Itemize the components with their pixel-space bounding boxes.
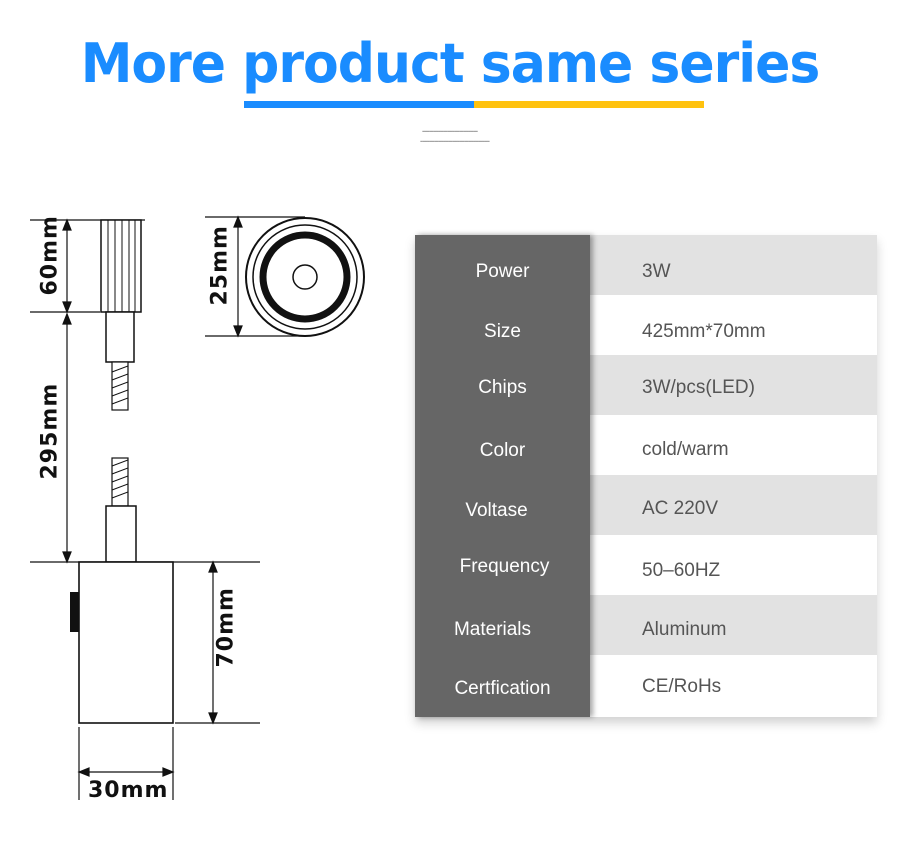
title-underline [244, 101, 704, 108]
spec-label-certification: Certfication [454, 678, 551, 699]
spec-row [590, 655, 877, 715]
spec-row [590, 475, 877, 535]
fine-print-decoration: ▂▂▂▂▂▂▂▂▂▂▂▂▂▂▂▂▂▂▂▂▂▂▂▂ [422, 128, 478, 132]
spec-value-materials: Aluminum [642, 619, 727, 640]
spec-row [590, 535, 877, 595]
spec-label-color: Color [479, 440, 526, 461]
spec-row [590, 235, 877, 295]
spec-value-size: 425mm*70mm [642, 321, 766, 342]
spec-label-materials: Materials [453, 619, 532, 640]
fine-print-decoration-2: ▂▂▂▂▂▂▂▂▂▂▂▂▂▂▂▂▂▂▂▂▂▂▂▂▂▂▂▂▂▂ [420, 138, 490, 142]
dim-body-height: 70mm [213, 587, 239, 668]
dim-diameter: 25mm [207, 225, 233, 306]
spec-value-power: 3W [642, 261, 671, 282]
dim-top-height: 60mm [37, 215, 63, 296]
spec-row [590, 595, 877, 655]
product-drawing [30, 215, 365, 800]
spec-value-frequency: 50–60HZ [642, 560, 721, 581]
spec-value-certification: CE/RoHs [642, 676, 722, 697]
spec-value-voltage: AC 220V [642, 498, 719, 519]
spec-label-column: Power Size Chips Color Voltase Frequency… [415, 235, 590, 717]
spec-label-frequency: Frequency [459, 556, 550, 577]
spec-label-voltage: Voltase [465, 500, 528, 521]
spec-table: Power Size Chips Color Voltase Frequency… [415, 235, 877, 717]
spec-value-color: cold/warm [642, 439, 729, 460]
dim-cable-length: 295mm [37, 382, 63, 480]
spec-row [590, 415, 877, 475]
spec-label-chips: Chips [478, 377, 527, 398]
page-title: More product same series [80, 32, 821, 96]
spec-value-chips: 3W/pcs(LED) [642, 377, 755, 398]
spec-label-power: Power [475, 261, 530, 282]
spec-label-size: Size [484, 321, 521, 342]
spec-row [590, 355, 877, 415]
dim-body-width: 30mm [88, 778, 169, 803]
